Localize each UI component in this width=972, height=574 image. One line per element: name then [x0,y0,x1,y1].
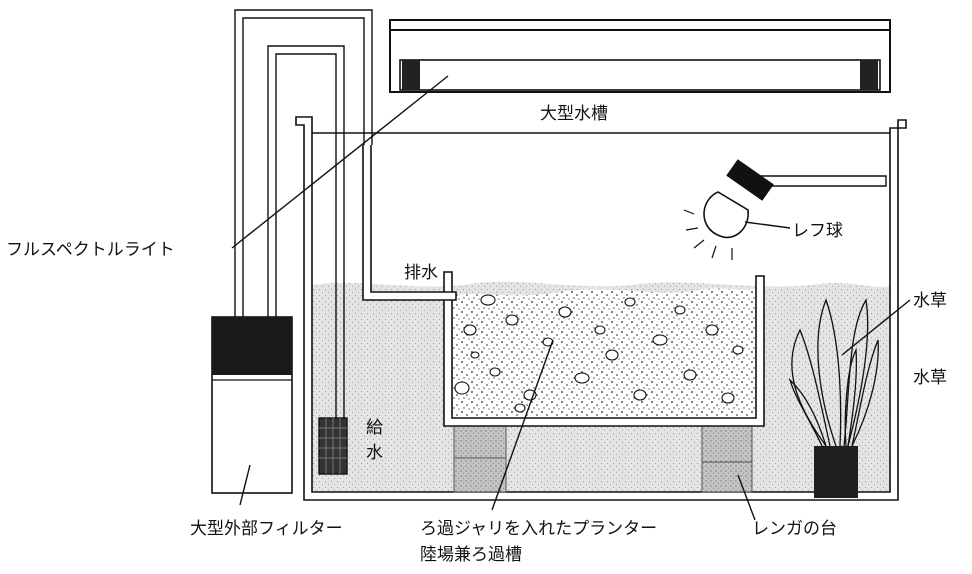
brick-stand [453,423,753,493]
aquarium-tank [295,116,907,501]
tank-label: 大型水槽 [540,104,608,124]
drain-label: 排水 [404,263,438,283]
leader-lines [231,75,911,521]
drain-pipe [362,145,457,301]
aquatic-plant [788,298,879,498]
external-filter [211,316,293,494]
bulb-label: レフ球 [792,221,843,241]
supply-label-2: 水 [366,443,383,463]
filter-label: 大型外部フィルター [190,519,343,539]
intake-strainer [318,417,348,475]
plants-lower-label: 水草 [913,368,947,388]
full-spectrum-light [389,19,891,93]
reflector-bulb [683,159,887,260]
bricks-label: レンガの台 [752,519,837,539]
planter-label-1: ろ過ジャリを入れたプランター [420,519,657,539]
planter-label-2: 陸場兼ろ過槽 [420,545,522,565]
filter-hoses [234,9,373,420]
light-label: フルスペクトルライト [6,240,175,260]
gravel-planter [443,271,765,427]
plants-upper-label: 水草 [913,291,947,311]
supply-label-1: 給 [366,418,383,438]
